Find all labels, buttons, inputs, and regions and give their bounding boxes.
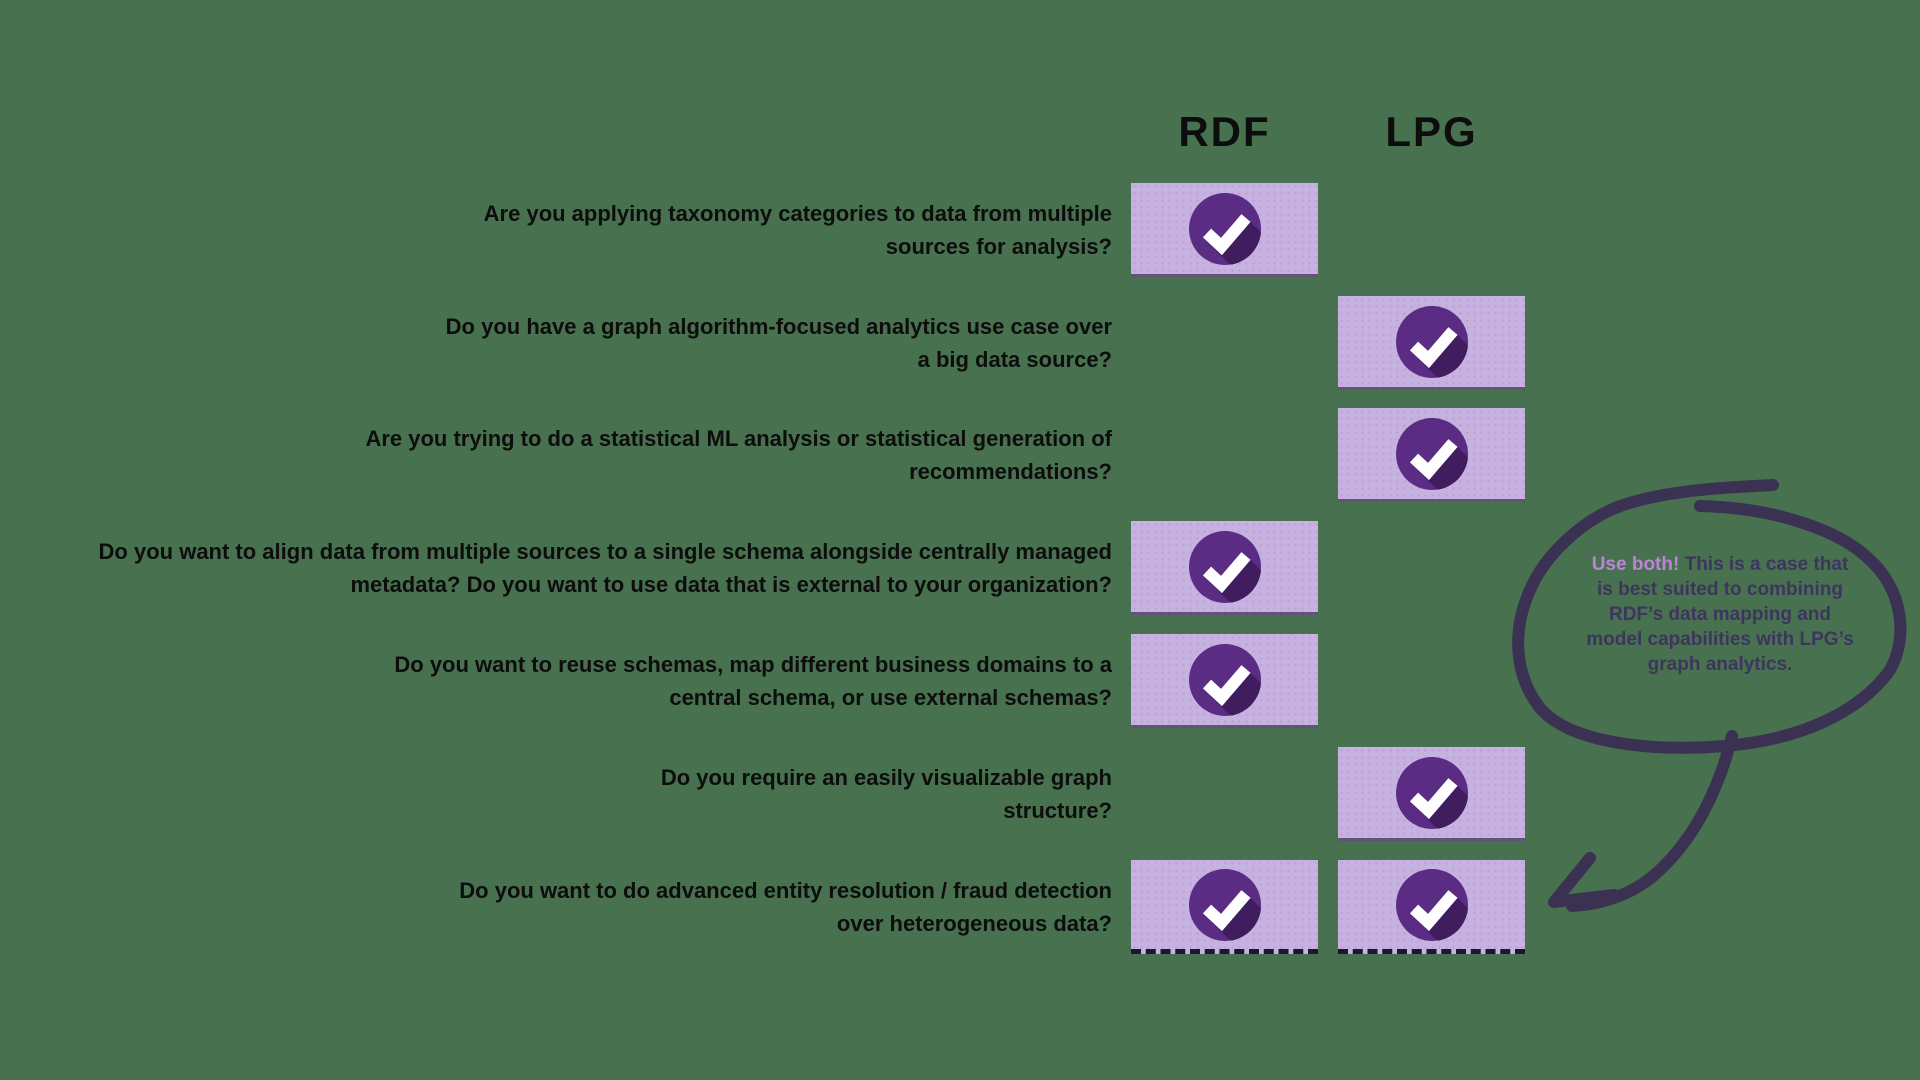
question-text: Do you want to do advanced entity resolu… xyxy=(459,878,1112,936)
lpg-check-cell xyxy=(1338,408,1525,502)
annotation-text: Use both! This is a case that is best su… xyxy=(1555,552,1885,677)
rdf-check-cell xyxy=(1131,860,1318,954)
annotation-body: This is a case that is best suited to co… xyxy=(1586,554,1854,675)
checkmark-icon xyxy=(1395,305,1468,378)
annotation-bubble xyxy=(1512,479,1907,912)
checkmark-icon xyxy=(1188,192,1261,265)
question-text: Do you have a graph algorithm-focused an… xyxy=(445,314,1112,372)
lpg-check-cell xyxy=(1338,860,1525,954)
checkmark-icon xyxy=(1395,417,1468,490)
lpg-check-cell xyxy=(1338,296,1525,390)
rdf-check-cell xyxy=(1131,183,1318,277)
question-row: Do you want to align data from multiple … xyxy=(0,521,1920,615)
question-row: Are you applying taxonomy categories to … xyxy=(0,183,1920,277)
question-text: Do you want to reuse schemas, map differ… xyxy=(394,652,1112,710)
lpg-check-cell xyxy=(1338,747,1525,841)
question-row: Do you want to reuse schemas, map differ… xyxy=(0,634,1920,728)
checkmark-icon xyxy=(1188,868,1261,941)
bubble-arrowhead xyxy=(1548,852,1620,908)
bubble-arrow-stem xyxy=(1566,730,1738,912)
question-text: Do you require an easily visualizable gr… xyxy=(660,765,1112,823)
checkmark-icon xyxy=(1395,868,1468,941)
checkmark-icon xyxy=(1188,643,1261,716)
question-text: Are you applying taxonomy categories to … xyxy=(483,201,1112,259)
question-row: Do you have a graph algorithm-focused an… xyxy=(0,296,1920,390)
use-both-highlight: Use both! xyxy=(1591,554,1680,575)
question-row: Do you require an easily visualizable gr… xyxy=(0,747,1920,841)
bubble-ellipse xyxy=(1512,479,1907,754)
question-text: Are you trying to do a statistical ML an… xyxy=(365,426,1112,484)
rdf-check-cell xyxy=(1131,634,1318,728)
checkmark-icon xyxy=(1188,530,1261,603)
question-row: Are you trying to do a statistical ML an… xyxy=(0,408,1920,502)
checkmark-icon xyxy=(1395,756,1468,829)
rdf-check-cell xyxy=(1131,521,1318,615)
column-header-lpg: LPG xyxy=(1385,108,1478,155)
question-row: Do you want to do advanced entity resolu… xyxy=(0,860,1920,954)
column-header-rdf: RDF xyxy=(1178,108,1271,155)
question-text: Do you want to align data from multiple … xyxy=(98,539,1112,597)
